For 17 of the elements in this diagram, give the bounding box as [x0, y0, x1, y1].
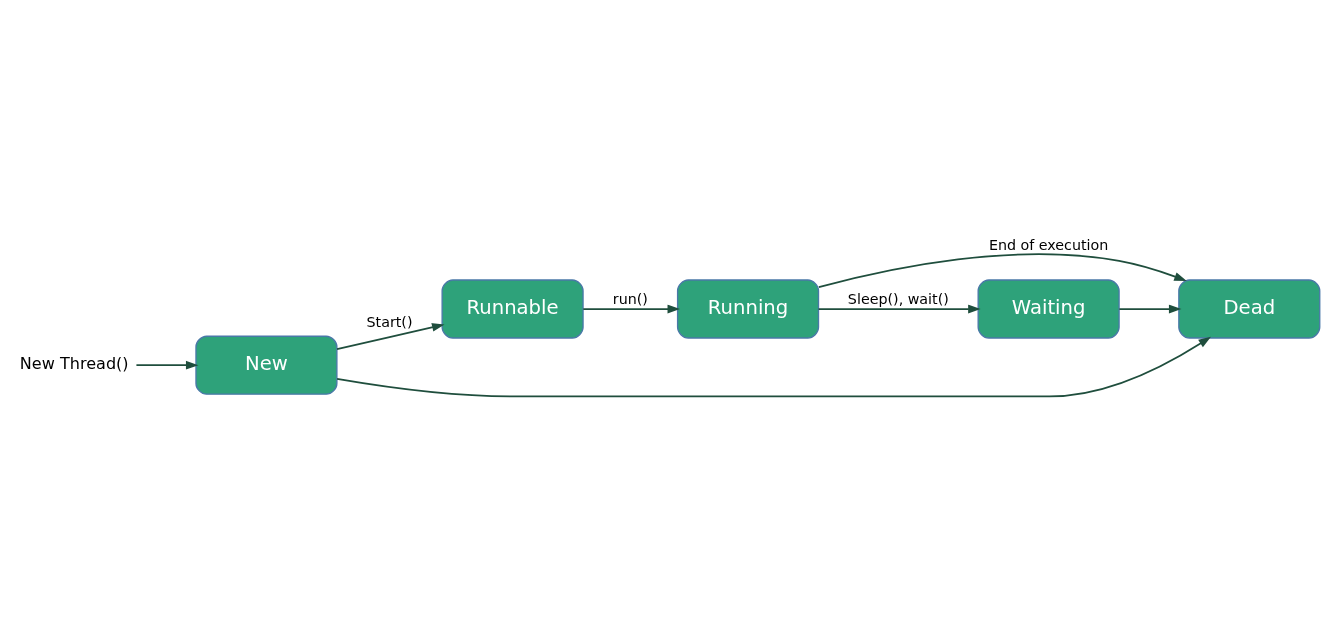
edge-label: End of execution	[988, 236, 1109, 253]
node-box: Dead	[1178, 279, 1321, 339]
edge-label: Sleep(), wait()	[847, 291, 949, 308]
node-box: New	[195, 335, 338, 395]
node-box: Running	[676, 279, 820, 339]
edge-label: run()	[612, 291, 648, 308]
edge-label: Start()	[366, 313, 413, 330]
arrow	[135, 360, 199, 370]
arrow	[582, 304, 681, 314]
node-box: Runnable	[441, 279, 584, 339]
arrow	[817, 253, 1187, 289]
arrow	[336, 323, 445, 351]
node-text: New Thread()	[19, 354, 129, 374]
arrow	[1118, 304, 1182, 314]
arrow	[336, 336, 1211, 398]
arrow	[817, 304, 981, 314]
node-box: Waiting	[977, 279, 1120, 339]
